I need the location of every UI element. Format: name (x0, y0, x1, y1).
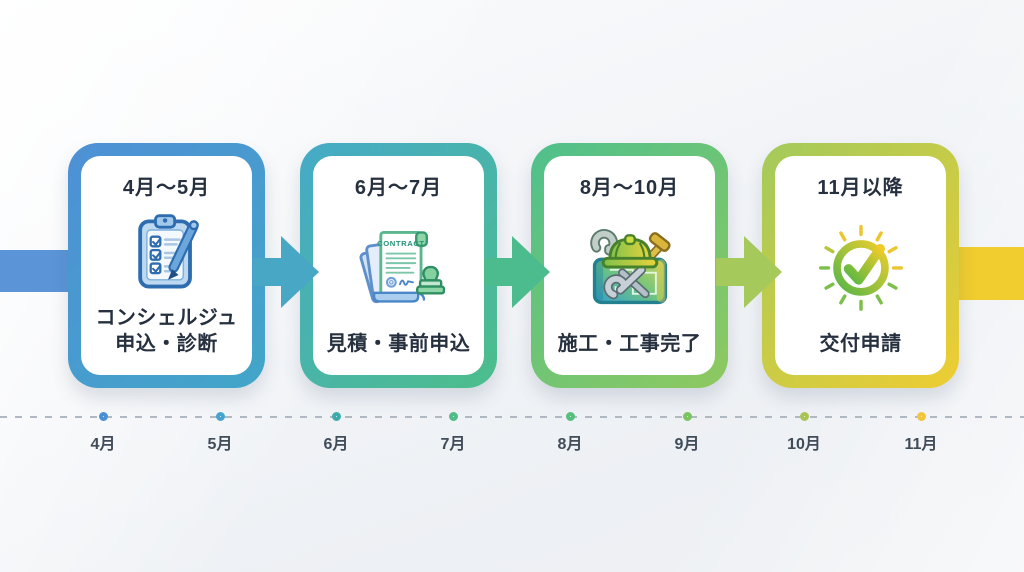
timeline-dot (565, 412, 575, 421)
timeline-month-label: 4月 (90, 436, 116, 453)
arrow-right-icon (716, 236, 782, 308)
step-label-line2: 申込・診断 (115, 333, 218, 355)
timeline-dot (682, 412, 692, 421)
step-card-3: 8月〜10月 (531, 143, 728, 388)
step-label: 交付申請 (820, 331, 902, 357)
timeline-month-label: 5月 (207, 436, 233, 453)
step-card-4: 11月以降 (762, 143, 959, 388)
step-label-line1: 見積・事前申込 (326, 333, 471, 355)
arrow-right-icon (253, 236, 319, 308)
step-period: 6月〜7月 (354, 177, 443, 199)
timeline-axis (0, 416, 1024, 418)
timeline-dot (215, 412, 225, 421)
timeline-marker-11: 11月 (891, 408, 951, 454)
step-label-line1: 交付申請 (819, 333, 902, 355)
timeline-dot (916, 412, 926, 421)
checklist-icon (121, 200, 213, 305)
timeline-marker-10: 10月 (774, 408, 834, 454)
arrow-right-icon (484, 236, 550, 308)
step-card-3-body: 8月〜10月 (544, 156, 715, 375)
timeline-month-label: 10月 (787, 436, 821, 453)
flow-end-connector (946, 247, 1024, 300)
approval-check-icon (815, 200, 907, 331)
timeline-month-label: 6月 (323, 436, 349, 453)
step-card-1-body: 4月〜5月 (81, 156, 252, 375)
step-label: コンシェルジュ 申込・診断 (95, 305, 237, 357)
timeline-month-label: 11月 (904, 436, 938, 453)
timeline-dot (448, 412, 458, 421)
step-label-line1: 施工・工事完了 (557, 333, 702, 355)
step-period: 4月〜5月 (122, 177, 211, 199)
contract-stamp-icon: CONTRACT (353, 200, 445, 331)
timeline-dot (331, 412, 341, 421)
construction-icon (584, 200, 676, 331)
timeline-marker-4: 4月 (73, 408, 133, 454)
step-label: 見積・事前申込 (327, 331, 471, 357)
timeline-dot (799, 412, 809, 421)
step-period: 8月〜10月 (579, 177, 680, 199)
step-card-1: 4月〜5月 (68, 143, 265, 388)
timeline-month-label: 9月 (674, 436, 700, 453)
timeline-marker-9: 9月 (657, 408, 717, 454)
timeline-marker-7: 7月 (423, 408, 483, 454)
step-card-2: 6月〜7月 CONTRACT (300, 143, 497, 388)
step-label: 施工・工事完了 (558, 331, 702, 357)
step-period: 11月以降 (817, 177, 904, 199)
svg-text:CONTRACT: CONTRACT (377, 238, 425, 247)
timeline-marker-6: 6月 (306, 408, 366, 454)
step-label-line1: コンシェルジュ (95, 307, 238, 329)
timeline-month-label: 8月 (557, 436, 583, 453)
flow-start-connector (0, 250, 78, 292)
timeline-dot (98, 412, 108, 421)
timeline-marker-8: 8月 (540, 408, 600, 454)
timeline-month-label: 7月 (440, 436, 466, 453)
step-card-4-body: 11月以降 (775, 156, 946, 375)
step-card-2-body: 6月〜7月 CONTRACT (313, 156, 484, 375)
timeline-marker-5: 5月 (190, 408, 250, 454)
